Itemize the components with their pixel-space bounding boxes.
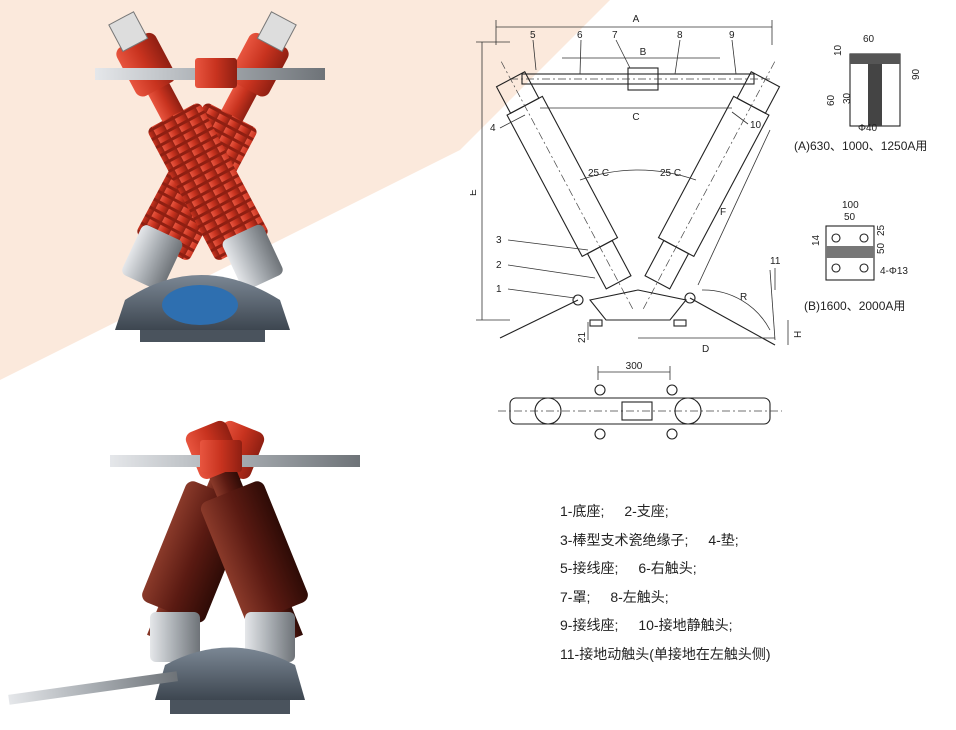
left-insulator xyxy=(495,61,634,309)
svg-text:11: 11 xyxy=(770,256,781,267)
dim-d: D xyxy=(638,337,775,355)
base xyxy=(572,289,696,327)
detail-a: 60 10 90 60 30 Φ40 (A)630、1000、1250A用 xyxy=(794,34,927,153)
legend-item: 3-棒型支术瓷绝缘子; xyxy=(560,531,689,548)
detail-b: 100 50 14 25 50 4-Φ13 (B)1600、2000A用 xyxy=(804,200,908,313)
product-photo-brown xyxy=(8,420,360,714)
engineering-drawing: A B C E 25 C 25 C xyxy=(470,14,927,440)
legend-line: 9-接线座; 10-接地静触头; xyxy=(560,611,950,640)
svg-text:100: 100 xyxy=(842,200,859,211)
svg-text:4: 4 xyxy=(490,123,496,134)
svg-text:50: 50 xyxy=(876,242,887,254)
grounding-arms: R xyxy=(499,269,776,346)
svg-text:50: 50 xyxy=(844,212,856,223)
svg-text:25: 25 xyxy=(876,224,887,236)
svg-text:5: 5 xyxy=(530,30,536,41)
angle-arcs: 25 C 25 C xyxy=(579,168,697,181)
legend-line: 3-棒型支术瓷绝缘子; 4-垫; xyxy=(560,526,950,555)
svg-text:A: A xyxy=(633,14,640,25)
svg-text:7: 7 xyxy=(612,30,618,41)
svg-text:B: B xyxy=(640,47,647,58)
svg-text:6: 6 xyxy=(577,30,583,41)
svg-text:25 C: 25 C xyxy=(660,168,681,179)
svg-text:30: 30 xyxy=(842,92,853,104)
svg-text:60: 60 xyxy=(826,94,837,106)
dim-b: B xyxy=(562,47,720,59)
svg-text:10: 10 xyxy=(750,120,762,131)
svg-text:F: F xyxy=(720,207,726,218)
svg-text:8: 8 xyxy=(677,30,683,41)
legend-item: 6-右触头; xyxy=(638,560,697,576)
svg-text:90: 90 xyxy=(911,68,922,80)
legend-line: 1-底座; 2-支座; xyxy=(560,497,950,526)
plan-view: 300 xyxy=(498,361,782,440)
svg-text:C: C xyxy=(632,112,639,123)
right-insulator xyxy=(642,61,781,309)
svg-text:14: 14 xyxy=(811,234,822,246)
top-contact-arm xyxy=(510,67,770,91)
svg-text:4-Φ13: 4-Φ13 xyxy=(880,266,908,277)
legend-line: 7-罩; 8-左触头; xyxy=(560,583,950,612)
dim-e: E xyxy=(470,41,510,321)
legend-item: 8-左触头; xyxy=(610,588,669,605)
svg-text:3: 3 xyxy=(496,235,502,246)
part-callouts: 5 6 7 8 9 4 10 3 2 1 11 xyxy=(490,30,781,299)
legend-item: 9-接线座; xyxy=(560,617,619,633)
legend-item: 1-底座; xyxy=(560,503,605,519)
svg-text:1: 1 xyxy=(496,284,502,295)
legend-line: 11-接地动触头(单接地在左触头侧) xyxy=(560,640,950,669)
svg-text:21: 21 xyxy=(577,331,588,343)
svg-text:H: H xyxy=(793,331,804,338)
dim-c: C xyxy=(540,107,732,123)
svg-text:(B)1600、2000A用: (B)1600、2000A用 xyxy=(804,299,905,313)
legend-item: 11-接地动触头(单接地在左触头侧) xyxy=(560,645,771,662)
svg-text:10: 10 xyxy=(833,44,844,56)
legend-item: 2-支座; xyxy=(624,503,669,519)
svg-text:(A)630、1000、1250A用: (A)630、1000、1250A用 xyxy=(794,139,927,153)
legend-item: 10-接地静触头; xyxy=(638,617,733,633)
svg-text:300: 300 xyxy=(626,361,643,372)
product-photo-red xyxy=(95,11,325,342)
svg-text:2: 2 xyxy=(496,260,502,271)
svg-text:60: 60 xyxy=(863,34,875,45)
svg-text:D: D xyxy=(702,344,709,355)
dim-h: H xyxy=(787,320,804,345)
svg-text:E: E xyxy=(470,189,479,196)
legend-item: 7-罩; xyxy=(560,588,591,605)
svg-text:25 C: 25 C xyxy=(588,168,609,179)
legend-line: 5-接线座; 6-右触头; xyxy=(560,554,950,583)
parts-legend: 1-底座;2-支座; 3-棒型支术瓷绝缘子;4-垫; 5-接线座;6-右触头; … xyxy=(560,497,950,668)
dim-21: 21 xyxy=(577,322,589,343)
svg-text:Φ40: Φ40 xyxy=(858,123,878,134)
legend-item: 5-接线座; xyxy=(560,560,619,576)
legend-item: 4-垫; xyxy=(708,531,739,548)
svg-text:R: R xyxy=(740,292,747,303)
svg-text:9: 9 xyxy=(729,30,735,41)
dim-f: F xyxy=(697,129,771,286)
dim-a: A xyxy=(495,14,773,45)
